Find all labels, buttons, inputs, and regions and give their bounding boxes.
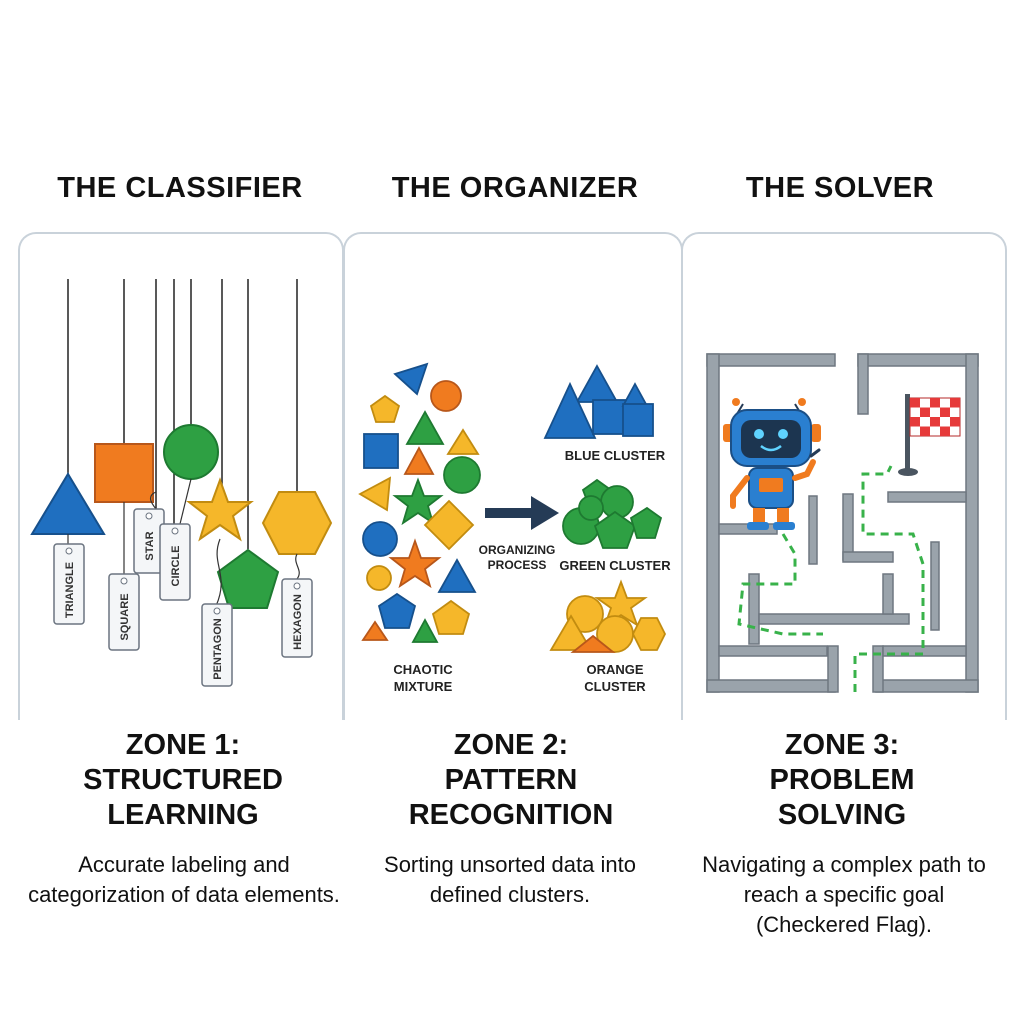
orange-cluster-label-2: CLUSTER — [584, 679, 646, 694]
chaotic-mixture-label-2: MIXTURE — [394, 679, 453, 694]
organizing-process-label-1: ORGANIZING — [479, 543, 556, 557]
hexagon-tag-label: HEXAGON — [292, 594, 304, 650]
pentagon-tag — [201, 603, 233, 687]
blue-cluster-label: BLUE CLUSTER — [565, 448, 666, 463]
classifier-illustration: TRIANGLE SQUARE STAR CIRCLE PENTAGON HEX… — [30, 279, 333, 687]
hexagon-shape — [261, 491, 333, 555]
zone-3-heading: ZONE 3: PROBLEM SOLVING — [769, 729, 915, 831]
maze-walls — [706, 353, 979, 693]
square-shape — [94, 443, 154, 503]
organizing-process-label-2: PROCESS — [488, 558, 547, 572]
star-shape — [186, 477, 254, 542]
zone-1-heading: ZONE 1: STRUCTURED LEARNING — [83, 729, 283, 831]
solver-panel — [681, 232, 1007, 720]
solver-maze-illustration — [706, 353, 979, 693]
blue-cluster-shapes — [543, 364, 654, 439]
chaotic-mixture-shapes — [358, 362, 481, 643]
solver-title: THE SOLVER — [745, 172, 935, 204]
green-cluster-shapes — [562, 478, 663, 549]
triangle-tag — [53, 543, 85, 625]
organizer-title: THE ORGANIZER — [391, 172, 639, 204]
zone-1-description: Accurate labeling and categorization of … — [28, 852, 340, 907]
circle-tag-label: CIRCLE — [170, 546, 182, 587]
zone-2-description: Sorting unsorted data into defined clust… — [384, 852, 636, 907]
triangle-shape — [30, 472, 106, 535]
orange-cluster-label-1: ORANGE — [586, 662, 643, 677]
classifier-title: THE CLASSIFIER — [57, 172, 303, 204]
organizer-panel: CHAOTIC MIXTURE ORGANIZING PROCESS BLUE … — [343, 232, 683, 720]
square-tag-label: SQUARE — [119, 593, 131, 640]
hexagon-tag — [281, 578, 313, 658]
square-tag — [108, 573, 140, 651]
zone-3-description: Navigating a complex path to reach a spe… — [702, 852, 986, 937]
star-tag-label: STAR — [144, 531, 156, 560]
classifier-panel: TRIANGLE SQUARE STAR CIRCLE PENTAGON HEX… — [18, 232, 344, 720]
circle-shape — [163, 424, 219, 480]
arrow-right-icon — [485, 496, 559, 530]
green-cluster-label: GREEN CLUSTER — [559, 558, 671, 573]
triangle-tag-label: TRIANGLE — [64, 562, 76, 618]
orange-cluster-shapes — [549, 579, 667, 653]
circle-tag — [159, 523, 191, 601]
chaotic-mixture-label-1: CHAOTIC — [393, 662, 453, 677]
zone-2-heading: ZONE 2: PATTERN RECOGNITION — [408, 729, 614, 831]
pentagon-shape — [216, 548, 280, 609]
pentagon-tag-label: PENTAGON — [212, 618, 224, 680]
solution-path — [853, 465, 925, 692]
robot-icon — [723, 398, 821, 530]
organizer-illustration: CHAOTIC MIXTURE ORGANIZING PROCESS BLUE … — [358, 362, 671, 694]
checkered-flag-icon — [898, 394, 961, 476]
